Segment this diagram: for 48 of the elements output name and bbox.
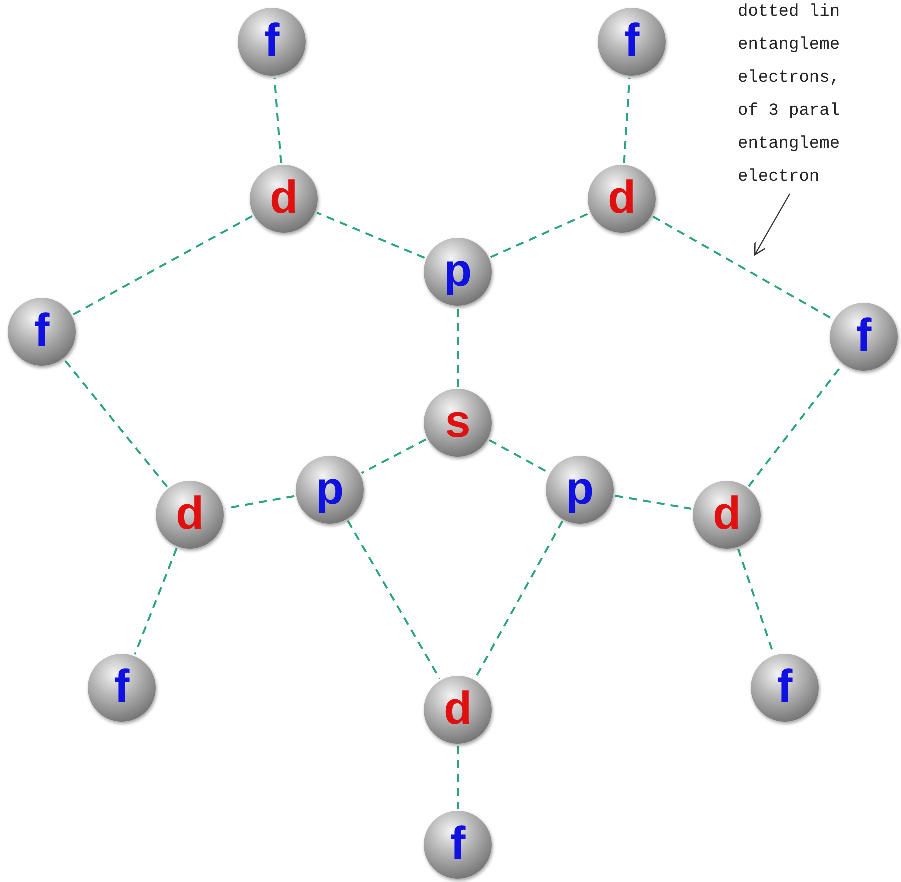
orbital-sphere [156, 481, 224, 549]
dashed-connector [489, 439, 549, 474]
orbital-letter: s [445, 398, 471, 444]
orbital-sphere [238, 8, 306, 76]
orbital-sphere [751, 654, 819, 722]
orbital-letter: p [566, 465, 594, 511]
orbital-letter: d [176, 490, 204, 536]
orbital-sphere [250, 165, 318, 233]
orbital-letter: d [712, 490, 742, 536]
orbital-sphere [424, 389, 492, 457]
orbital-sphere [693, 481, 761, 549]
orbital-sphere [424, 811, 492, 879]
dashed-connector [347, 520, 441, 680]
orbital-sphere [424, 676, 492, 744]
orbital-letter: f [856, 312, 872, 358]
dashed-connector [64, 359, 168, 488]
annotation-text: dotted lin entangleme electrons, of 3 paral entangleme electron [738, 0, 840, 194]
dashed-connector [623, 78, 631, 164]
orbital-letter: d [270, 174, 298, 220]
orbital-sphere [830, 303, 898, 371]
dashed-connector [274, 78, 282, 164]
orbital-sphere [8, 298, 76, 366]
dashed-connector [316, 212, 426, 259]
orbital-letter: f [450, 820, 466, 866]
dashed-connector [457, 746, 459, 809]
orbital-sphere [546, 456, 614, 524]
orbital-sphere [588, 165, 656, 233]
dashed-connector [134, 548, 178, 655]
orbital-sphere [88, 654, 156, 722]
orbital-letter: d [608, 174, 636, 220]
dashed-connector [73, 215, 253, 316]
leader-line [754, 194, 791, 256]
orbital-letter: f [264, 17, 280, 63]
orbital-sphere [296, 456, 364, 524]
orbital-letter: f [114, 663, 130, 709]
dashed-connector [361, 438, 427, 474]
orbital-letter: d [444, 685, 472, 731]
dashed-connector [615, 495, 692, 510]
dashed-connector [457, 308, 459, 387]
orbital-letter: p [316, 465, 344, 511]
dashed-connector [652, 216, 834, 320]
orbital-sphere [598, 8, 666, 76]
orbital-sphere [424, 238, 492, 306]
orbital-letter: f [777, 663, 793, 709]
orbital-letter: f [34, 307, 50, 353]
dashed-connector [490, 212, 590, 258]
orbital-letter: p [444, 247, 472, 293]
orbital-letter: f [624, 17, 640, 63]
